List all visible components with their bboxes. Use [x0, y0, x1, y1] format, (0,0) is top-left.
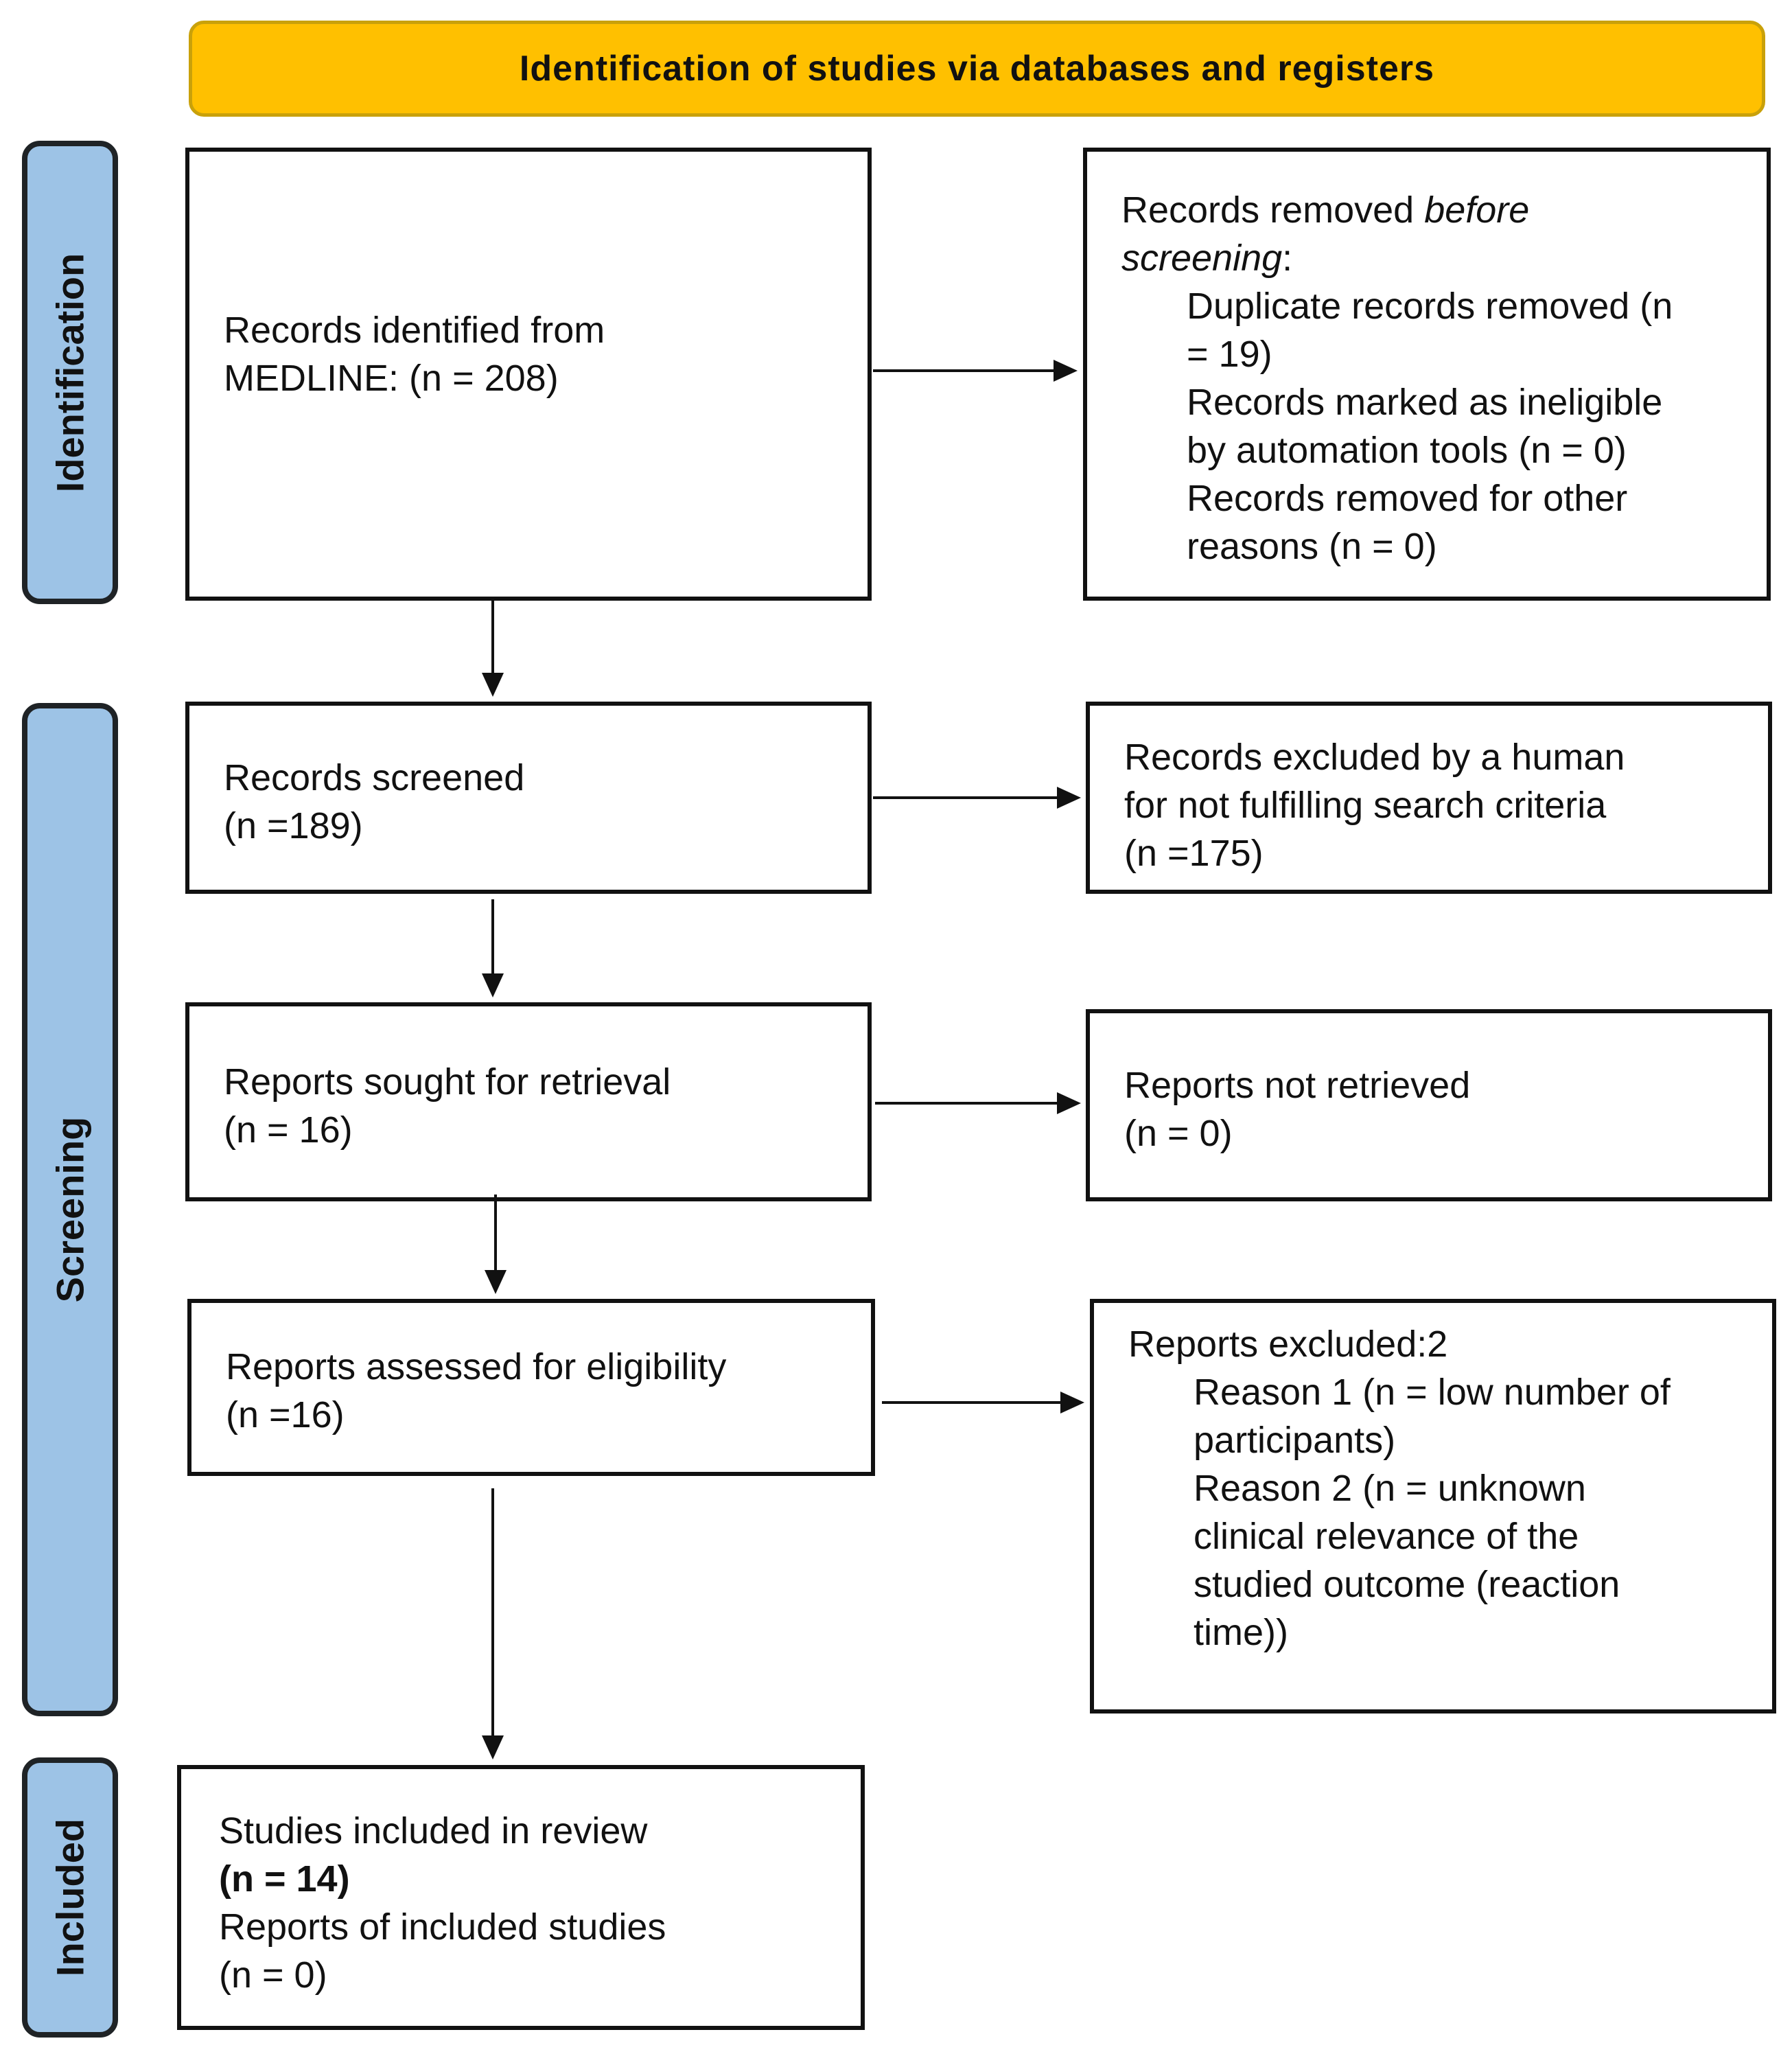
reports-sought-line1: Reports sought for retrieval: [224, 1061, 671, 1103]
records-screened-line1: Records screened: [224, 757, 525, 798]
reports-assessed-line1: Reports assessed for eligibility: [226, 1346, 727, 1387]
records-screened-line2: (n =189): [224, 805, 363, 846]
records-excluded-line3: (n =175): [1124, 833, 1264, 874]
box-reports-sought: Reports sought for retrieval (n = 16): [185, 1002, 872, 1201]
reports-sought-line2: (n = 16): [224, 1109, 353, 1151]
records-excluded-line2: for not fulfilling search criteria: [1124, 785, 1607, 826]
arrowhead-right-4: [1060, 1392, 1084, 1413]
removed-automation-line2: by automation tools (n = 0): [1187, 430, 1627, 471]
reason2-line2: clinical relevance of the: [1194, 1516, 1579, 1557]
studies-included-line1: Studies included in review: [219, 1810, 648, 1851]
removed-other-line2: reasons (n = 0): [1187, 526, 1437, 567]
phase-screening: Screening: [22, 703, 118, 1716]
arrowhead-down-2: [482, 973, 504, 997]
box-studies-included: Studies included in review (n = 14) Repo…: [177, 1765, 865, 2030]
removed-duplicate-line1: Duplicate records removed (n: [1187, 286, 1673, 327]
arrowhead-down-1: [482, 673, 504, 697]
reason2-line1: Reason 2 (n = unknown: [1194, 1468, 1586, 1509]
arrowhead-down-4: [482, 1735, 504, 1759]
removed-automation-line1: Records marked as ineligible: [1187, 382, 1663, 423]
studies-included-count: (n = 14): [219, 1858, 350, 1900]
arrowhead-right-2: [1057, 787, 1081, 809]
removed-other-line1: Records removed for other: [1187, 478, 1628, 519]
reports-excluded-title: Reports excluded:2: [1128, 1324, 1448, 1365]
header-title: Identification of studies via databases …: [519, 49, 1435, 89]
records-excluded-line1: Records excluded by a human: [1124, 737, 1625, 778]
records-identified-line2: MEDLINE: (n = 208): [224, 358, 559, 399]
reports-included-count: (n = 0): [219, 1954, 327, 1996]
reports-not-retrieved-line2: (n = 0): [1124, 1113, 1233, 1154]
header-banner: Identification of studies via databases …: [189, 21, 1765, 117]
box-reports-excluded: Reports excluded:2 Reason 1 (n = low num…: [1090, 1299, 1776, 1713]
arrowhead-down-3: [485, 1270, 507, 1294]
records-removed-heading: Records removed before: [1121, 189, 1530, 231]
box-records-identified: Records identified from MEDLINE: (n = 20…: [185, 148, 872, 601]
records-identified-line1: Records identified from: [224, 310, 605, 351]
phase-included: Included: [22, 1757, 118, 2038]
box-records-screened: Records screened (n =189): [185, 702, 872, 894]
box-records-removed: Records removed before screening: Duplic…: [1083, 148, 1771, 601]
records-removed-heading-cont: screening:: [1121, 238, 1293, 279]
reports-assessed-line2: (n =16): [226, 1394, 345, 1435]
reason2-line3: studied outcome (reaction: [1194, 1564, 1620, 1605]
box-reports-assessed: Reports assessed for eligibility (n =16): [187, 1299, 875, 1476]
reason2-line4: time)): [1194, 1612, 1288, 1653]
reason1-line1: Reason 1 (n = low number of: [1194, 1372, 1671, 1413]
arrowhead-right-3: [1057, 1092, 1081, 1114]
arrowhead-right-1: [1054, 360, 1078, 382]
box-reports-not-retrieved: Reports not retrieved (n = 0): [1086, 1009, 1772, 1201]
box-records-excluded: Records excluded by a human for not fulf…: [1086, 702, 1772, 894]
removed-duplicate-line2: = 19): [1187, 334, 1272, 375]
reason1-line2: participants): [1194, 1420, 1396, 1461]
phase-identification: Identification: [22, 141, 118, 604]
reports-not-retrieved-line1: Reports not retrieved: [1124, 1065, 1471, 1106]
reports-included-line1: Reports of included studies: [219, 1906, 666, 1948]
